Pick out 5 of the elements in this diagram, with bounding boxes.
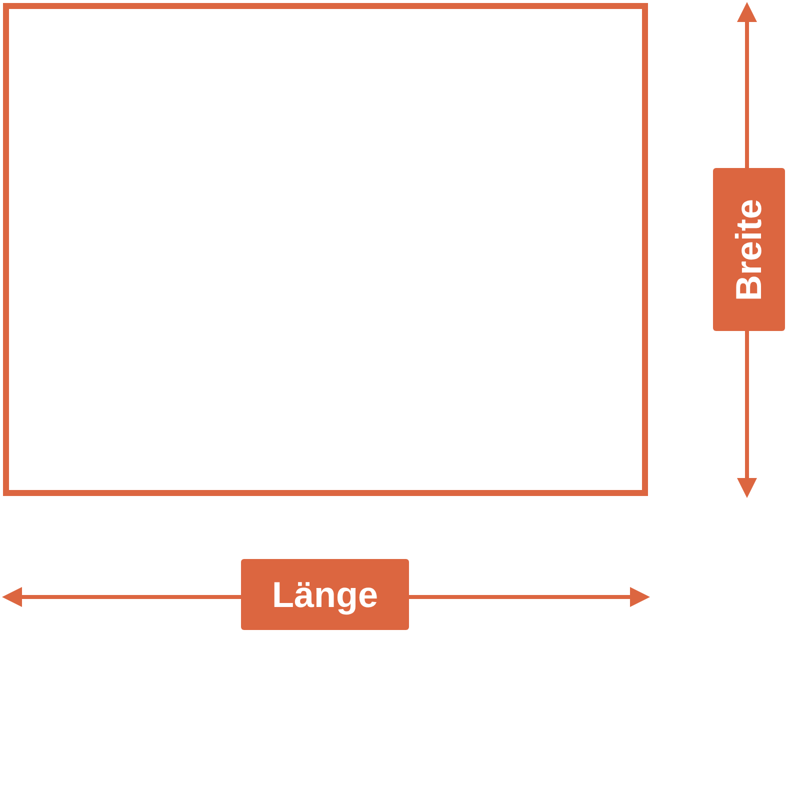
rectangle-outline (3, 3, 648, 496)
dimension-text: Breite (728, 198, 770, 301)
dimension-label (241, 559, 409, 630)
dimension-label (713, 168, 785, 331)
dimension-text: Länge (272, 574, 378, 616)
